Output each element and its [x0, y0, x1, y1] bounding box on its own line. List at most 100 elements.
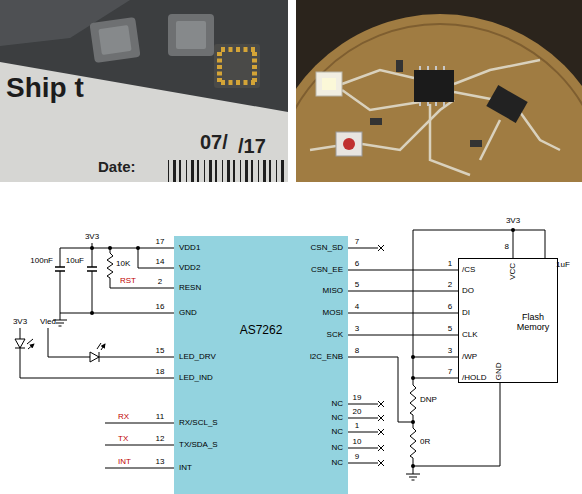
led-symbol [90, 352, 99, 362]
photo-text: Ship t [6, 73, 84, 104]
chip-pads [252, 52, 257, 56]
chip-photo [98, 25, 131, 55]
chip-pads [229, 80, 233, 85]
pin-name: NC [331, 400, 343, 409]
led-symbol [97, 343, 105, 350]
component-value: 3V3 [85, 233, 99, 242]
signal-wire [348, 270, 458, 271]
component-value: Vled [40, 318, 56, 327]
junction-dot [136, 246, 140, 250]
pcb-photo [396, 60, 403, 72]
wire [138, 248, 174, 268]
junction-dot [411, 464, 415, 468]
pin-number: 2 [448, 281, 452, 290]
pcb-photo [322, 78, 336, 90]
barcode [197, 160, 199, 182]
chip-photo [0, 0, 288, 182]
chip-photo [89, 17, 140, 63]
pin-number: 3 [448, 347, 452, 356]
pin-number: 17 [156, 238, 165, 247]
chip-photo [0, 0, 288, 182]
barcode [240, 160, 241, 182]
chip-photo [168, 14, 214, 56]
pin-name: /HOLD [462, 374, 486, 383]
chip-pads [244, 80, 248, 85]
chip-pads [236, 47, 240, 52]
pcb-trace [454, 60, 540, 84]
barcode [233, 160, 235, 182]
net-label: TX [118, 435, 128, 444]
barcode [263, 160, 266, 182]
pcb-trace [310, 60, 560, 175]
pin-number: 7 [448, 368, 452, 377]
pin-name: GND [496, 362, 505, 380]
pin-name: NC [331, 414, 343, 423]
capacitor-symbol [87, 267, 97, 271]
pin-number: 18 [156, 368, 165, 377]
wire [413, 357, 458, 378]
pin-name: INT [179, 464, 192, 473]
net-label: RX [118, 413, 129, 422]
component-value: 3V3 [13, 318, 27, 327]
wire [107, 248, 174, 288]
pcb-trace [342, 90, 420, 110]
pin-name: SCK [327, 331, 343, 340]
chip-pads [252, 78, 257, 82]
pin-name: RESN [179, 284, 201, 293]
signal-wire [348, 291, 458, 292]
photo-text: /17 [238, 135, 266, 157]
pin-name: VDD2 [179, 264, 200, 273]
chip-leg [420, 66, 444, 106]
chip-pads [252, 72, 257, 76]
pin-name: LED_DRV [179, 353, 216, 362]
led-symbol [99, 352, 100, 362]
pin-name: CSN_EE [311, 266, 343, 275]
no-connect-mark [378, 429, 384, 435]
junction-dot [411, 420, 415, 424]
photo-text: Date: [98, 159, 136, 176]
wire [413, 383, 500, 466]
wire [20, 328, 174, 378]
pin-number: 3 [355, 325, 359, 334]
led-symbol [15, 348, 25, 349]
component-value: 3V3 [506, 217, 520, 226]
pcb-photo [296, 14, 582, 182]
chip-pads [217, 78, 222, 82]
pin-number: 4 [355, 303, 359, 312]
pin-name: LED_IND [179, 374, 213, 383]
pin-number: 5 [448, 325, 452, 334]
component-value: 10uF [66, 257, 84, 266]
pin-number: 8 [355, 347, 359, 356]
chip-pads [217, 72, 222, 76]
barcode [186, 160, 187, 182]
led-symbol [15, 339, 25, 348]
chip-leg [420, 66, 444, 106]
part-name: AS7262 [240, 324, 283, 337]
wire [105, 423, 174, 468]
pin-number: 13 [156, 458, 165, 467]
chip-pads [217, 47, 257, 85]
barcode [168, 160, 284, 182]
pin-number: 10 [353, 438, 362, 447]
memory-chip-body: Flash Memory [458, 258, 558, 383]
pin-name: CSN_SD [311, 244, 343, 253]
pin-number: 16 [156, 303, 165, 312]
pcb-photo [414, 70, 454, 102]
component-value: 10K [116, 260, 130, 269]
capacitor-symbol [55, 267, 65, 271]
pin-name: MISO [323, 287, 343, 296]
barcode [215, 160, 217, 182]
net-label: INT [118, 458, 131, 467]
barcode [191, 160, 194, 182]
junction-dot [411, 355, 415, 359]
pin-name: NC [331, 428, 343, 437]
barcode [269, 160, 271, 182]
part-name: Flash Memory [512, 313, 554, 333]
no-connect-mark [378, 445, 384, 451]
chip-pads [252, 59, 257, 63]
wire [48, 328, 174, 357]
pin-name: /CS [462, 266, 475, 275]
no-connect-mark [378, 245, 384, 251]
pin-name: CLK [462, 331, 478, 340]
